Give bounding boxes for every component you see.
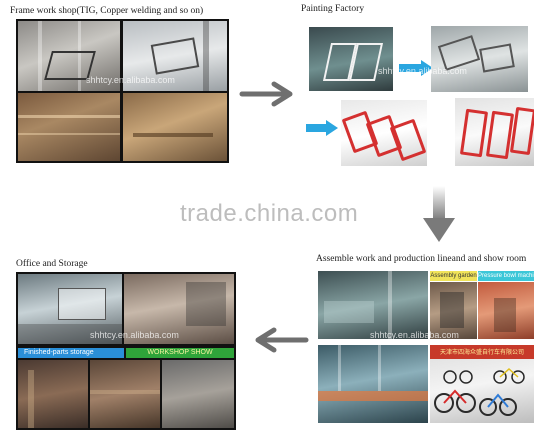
painting-photo-1 xyxy=(309,27,393,91)
storage-photo-1 xyxy=(18,360,88,428)
painting-watermark: shhtcy.en.alibaba.com xyxy=(378,66,467,76)
painting-photo-4 xyxy=(455,98,534,166)
company-sign: 天津市四海众盛自行车有限公司 xyxy=(439,349,524,356)
frame-watermark: shhtcy.en.alibaba.com xyxy=(86,75,175,85)
frame-workshop-collage: shhtcy.en.alibaba.com xyxy=(16,19,229,163)
office-storage-caption: Office and Storage xyxy=(16,259,88,269)
arrow-left-icon xyxy=(255,327,309,353)
show-room-photo: 天津市四海众盛自行车有限公司 xyxy=(430,345,534,423)
frame-photo-1 xyxy=(18,21,120,91)
frame-photo-3 xyxy=(18,93,120,161)
assemble-caption: Assemble work and production lineand and… xyxy=(316,254,527,264)
office-photo-1 xyxy=(18,274,122,344)
storage-photo-2 xyxy=(90,360,160,428)
painting-photo-2 xyxy=(431,26,528,92)
finished-parts-storage-label: Finished-parts storage xyxy=(18,348,124,358)
assembly-garden-tag: Assembly garden xyxy=(430,271,477,281)
arrow-right-icon xyxy=(239,81,293,107)
painting-photo-3 xyxy=(341,100,427,166)
workshop-show-label: WORKSHOP SHOW xyxy=(126,348,234,358)
office-storage-collage: shhtcy.en.alibaba.com Finished-parts sto… xyxy=(16,272,236,430)
office-photo-2 xyxy=(124,274,234,344)
storage-photo-3 xyxy=(162,360,234,428)
blue-arrow-right-icon-2 xyxy=(306,120,338,136)
frame-photo-2 xyxy=(123,21,227,91)
frame-photo-4 xyxy=(123,93,227,161)
painting-factory-caption: Painting Factory xyxy=(301,4,365,14)
production-line-photo xyxy=(318,345,428,423)
assembly-photo-2 xyxy=(430,282,477,339)
bicycles-icon xyxy=(434,367,525,416)
blue-arrow-right-icon xyxy=(399,60,433,76)
assembly-photo-3 xyxy=(478,282,534,339)
arrow-down-icon xyxy=(423,186,455,242)
trade-china-watermark: trade.china.com xyxy=(180,200,359,227)
pressure-bowl-tag: Pressure bowl machine xyxy=(478,271,534,281)
office-watermark: shhtcy.en.alibaba.com xyxy=(90,330,179,340)
assembly-photo-1 xyxy=(318,271,428,339)
frame-workshop-caption: Frame work shop(TIG, Copper welding and … xyxy=(10,6,204,16)
assembly-watermark: shhtcy.en.alibaba.com xyxy=(370,330,459,340)
